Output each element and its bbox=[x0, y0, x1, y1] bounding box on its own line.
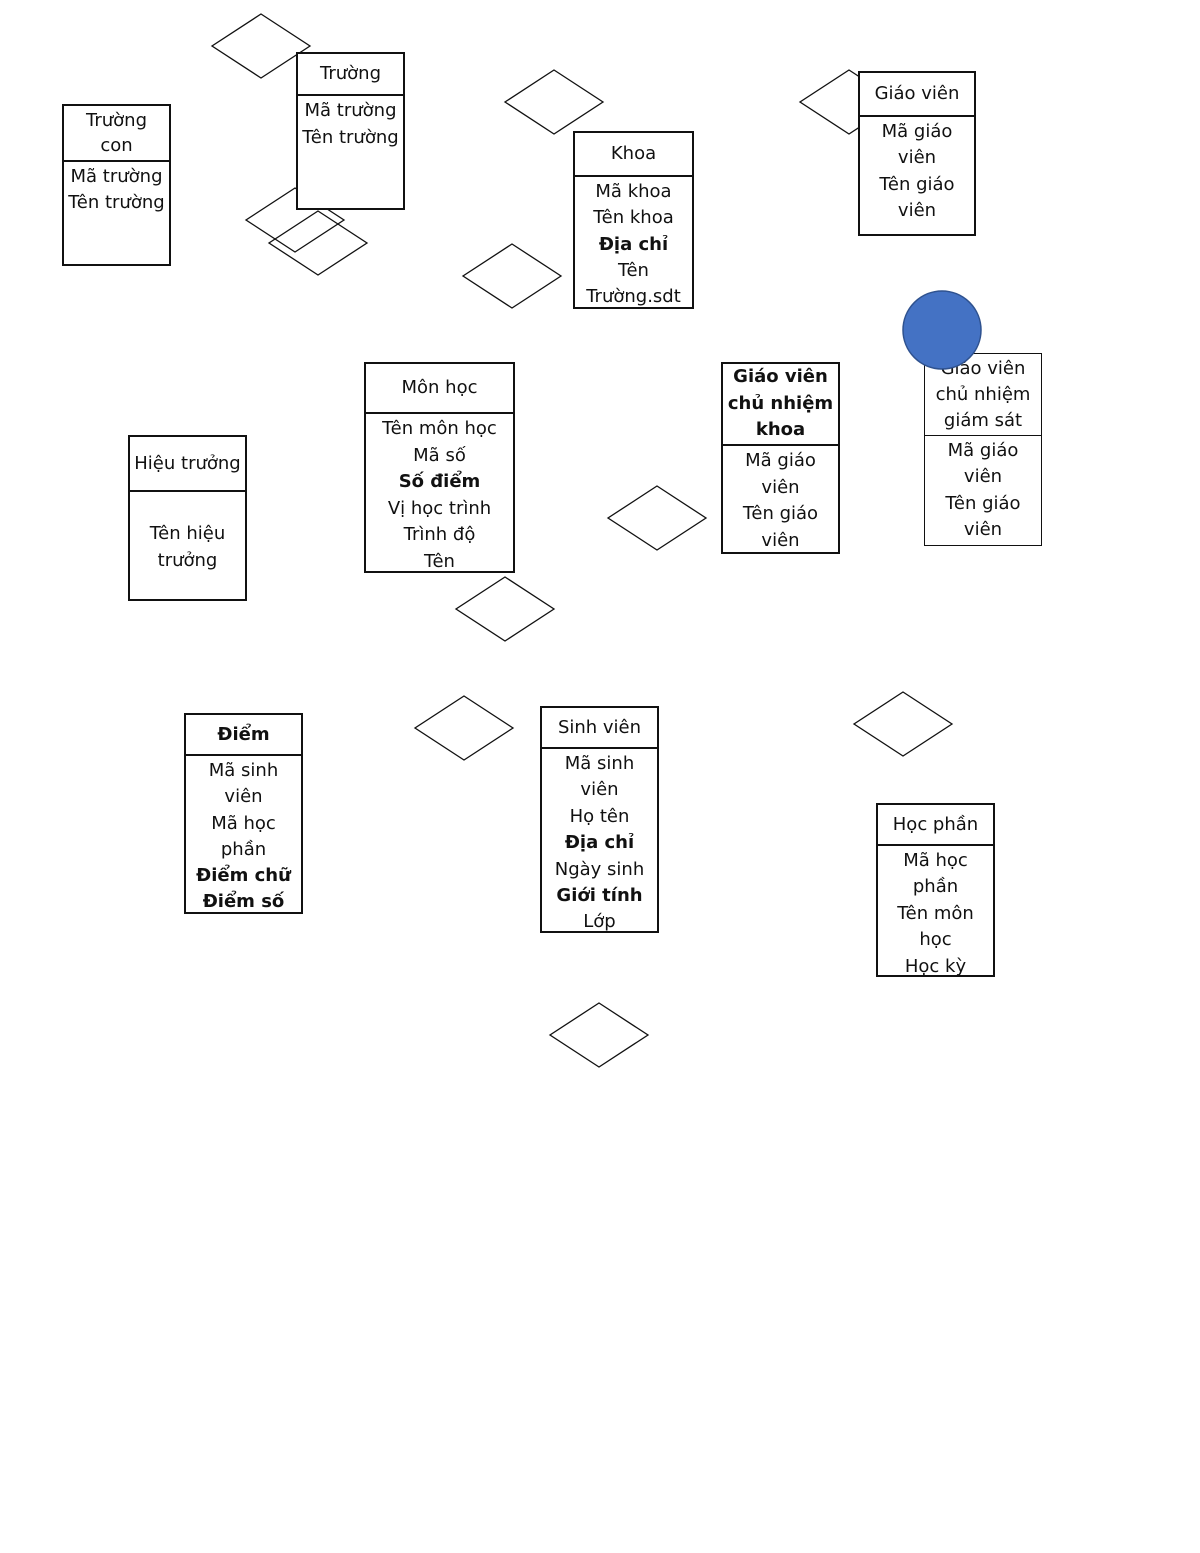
relationship-diamond bbox=[454, 576, 556, 642]
entity-title: Khoa bbox=[575, 133, 692, 177]
relationship-diamond bbox=[461, 243, 563, 309]
entity-attribute: Mã khoa bbox=[595, 181, 672, 202]
entity-attribute: Số điểm bbox=[398, 471, 481, 493]
entity-attribute: Tên môn học bbox=[897, 902, 974, 951]
entity-hoc-phan[interactable]: Học phần Mã học phần Tên môn học Học kỳ bbox=[876, 803, 995, 977]
entity-attribute: Mã giáo viên bbox=[745, 450, 816, 498]
entity-attribute: Vị học trình bbox=[387, 497, 492, 519]
entity-attribute: Địa chỉ bbox=[598, 233, 669, 255]
entity-attribute: Mã sinh viên bbox=[208, 760, 279, 808]
entity-title: Học phần bbox=[878, 805, 993, 846]
entity-khoa[interactable]: Khoa Mã khoa Tên khoa Địa chỉ Tên Trường… bbox=[573, 131, 694, 309]
entity-gv-chu-nhiem-giam-sat[interactable]: Giáo viên chủ nhiệm giám sát Mã giáo viê… bbox=[924, 353, 1042, 546]
entity-attribute: Mã sinh viên bbox=[564, 753, 635, 801]
entity-title: Trường con bbox=[64, 106, 169, 162]
entity-hieu-truong[interactable]: Hiệu trưởng Tên hiệu trưởng bbox=[128, 435, 247, 601]
entity-attribute: Tên giáo viên bbox=[945, 492, 1021, 540]
entity-attribute: Tên Trường.sdt bbox=[586, 259, 681, 308]
entity-attribute: Họ tên bbox=[569, 805, 630, 827]
entity-attribute: Lớp bbox=[583, 911, 616, 933]
entity-attribute: Tên bbox=[424, 550, 455, 572]
selection-handle bbox=[902, 290, 982, 370]
entity-truong[interactable]: Trường Mã trường Tên trường bbox=[296, 52, 405, 210]
entity-gv-chu-nhiem-khoa[interactable]: Giáo viên chủ nhiệm khoa Mã giáo viên Tê… bbox=[721, 362, 840, 554]
relationship-diamond bbox=[852, 691, 954, 757]
entity-attribute: Mã trường bbox=[70, 166, 163, 187]
entity-attribute: Ngày sinh bbox=[554, 858, 645, 880]
entity-attribute: Điểm chữ bbox=[196, 865, 291, 887]
entity-attribute: Tên trường bbox=[68, 192, 165, 213]
entity-attribute: Trình độ bbox=[403, 524, 476, 546]
entity-title: Sinh viên bbox=[542, 708, 657, 749]
entity-sinh-vien[interactable]: Sinh viên Mã sinh viên Họ tên Địa chỉ Ng… bbox=[540, 706, 659, 933]
entity-title: Giáo viên chủ nhiệm khoa bbox=[723, 364, 838, 446]
entity-title: Môn học bbox=[366, 364, 513, 414]
entity-attribute: Địa chỉ bbox=[564, 832, 635, 854]
entity-attribute: Học kỳ bbox=[904, 955, 967, 977]
relationship-diamond bbox=[606, 485, 708, 551]
entity-attribute: Mã học phần bbox=[211, 812, 276, 860]
entity-attribute: Mã học phần bbox=[903, 850, 968, 898]
entity-title: Trường bbox=[298, 54, 403, 96]
entity-attribute: Tên trường bbox=[302, 126, 399, 148]
entity-attribute: Tên môn học bbox=[382, 418, 497, 439]
entity-giao-vien[interactable]: Giáo viên Mã giáo viên Tên giáo viên bbox=[858, 71, 976, 236]
entity-mon-hoc[interactable]: Môn học Tên môn học Mã số Số điểm Vị học… bbox=[364, 362, 515, 573]
entity-attribute: Mã trường bbox=[304, 100, 397, 121]
entity-attribute: Giới tính bbox=[556, 885, 643, 907]
entity-attribute: Mã giáo viên bbox=[881, 121, 953, 169]
relationship-diamond bbox=[267, 210, 369, 276]
entity-diem[interactable]: Điểm Mã sinh viên Mã học phần Điểm chữ Đ… bbox=[184, 713, 303, 914]
relationship-diamond bbox=[413, 695, 515, 761]
entity-title: Giáo viên bbox=[860, 73, 974, 117]
relationship-diamond bbox=[210, 13, 312, 79]
entity-attribute: Mã số bbox=[413, 444, 466, 466]
relationship-diamond bbox=[548, 1002, 650, 1068]
entity-truong-con[interactable]: Trường con Mã trường Tên trường bbox=[62, 104, 171, 266]
entity-attribute: Tên khoa bbox=[593, 207, 674, 229]
entity-attribute: Tên hiệu trưởng bbox=[149, 523, 226, 571]
relationship-diamond bbox=[503, 69, 605, 135]
entity-attribute: Tên giáo viên bbox=[879, 173, 955, 221]
entity-title: Điểm bbox=[186, 715, 301, 756]
entity-title: Hiệu trưởng bbox=[130, 437, 245, 492]
entity-attribute: Tên giáo viên bbox=[742, 503, 819, 551]
entity-attribute: Mã giáo viên bbox=[947, 440, 1019, 488]
entity-attribute: Điểm số bbox=[202, 891, 285, 913]
